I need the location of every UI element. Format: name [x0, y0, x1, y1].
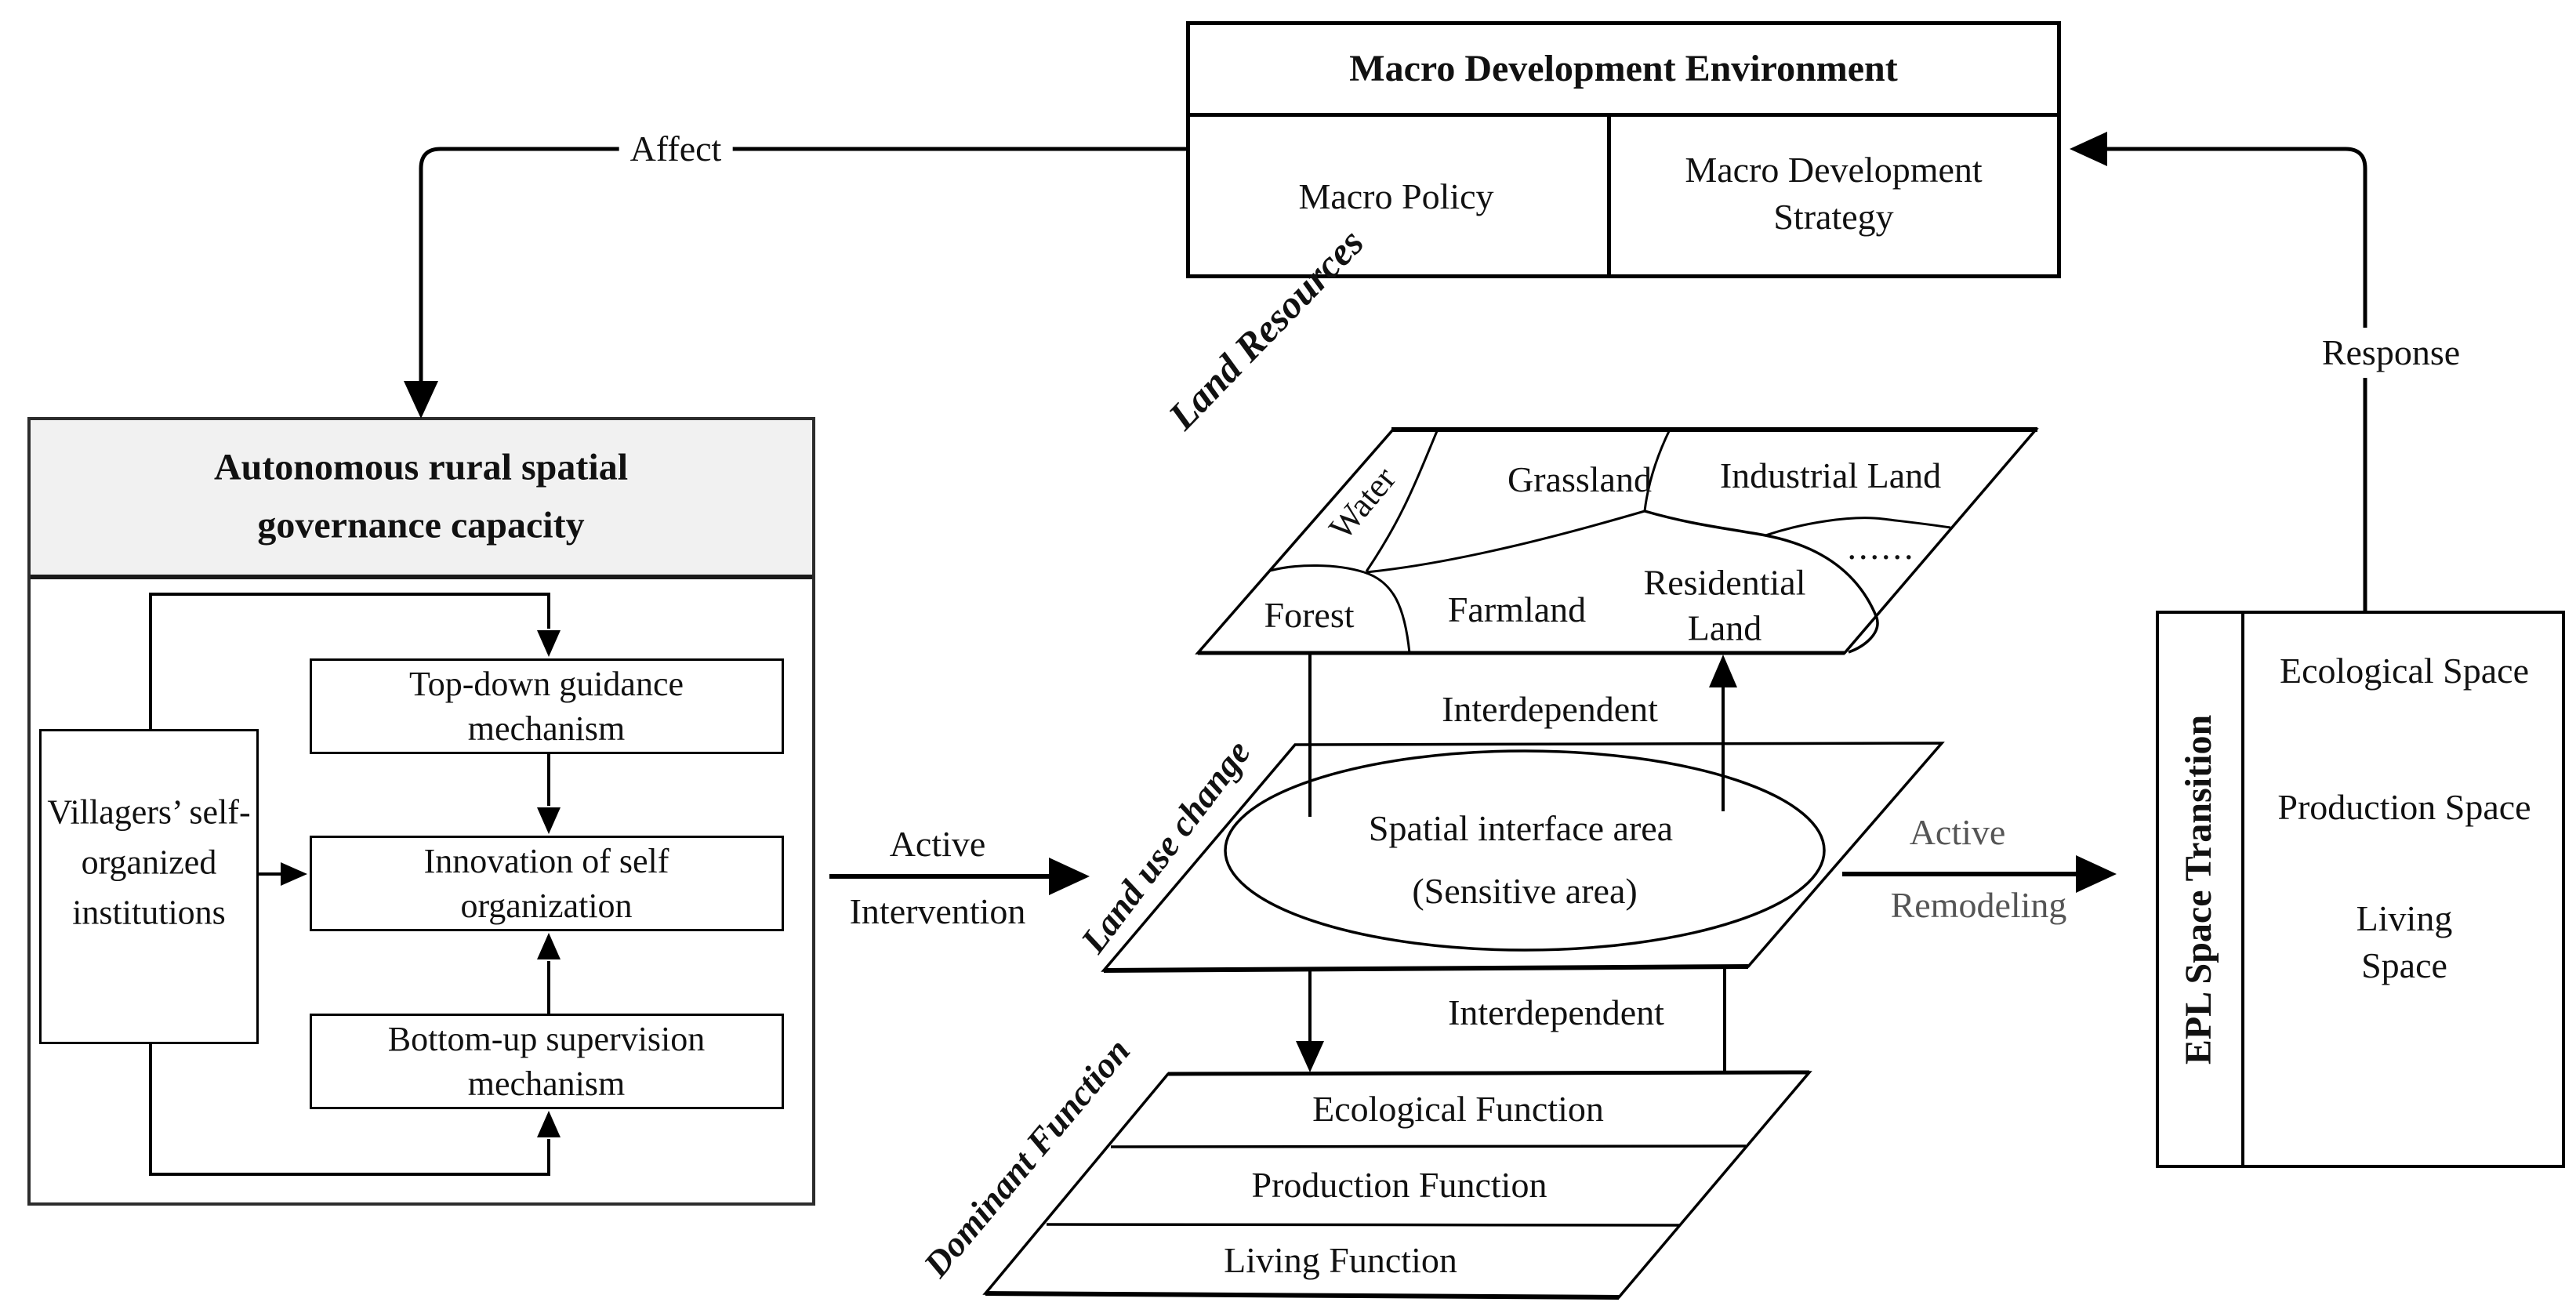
sensitive-area-ellipse [1224, 749, 1826, 952]
intervention-arrowhead [1049, 858, 1090, 895]
remodeling-word1: Active [1909, 812, 2006, 853]
living-space-label: Living Space [2356, 898, 2453, 985]
macro-environment-box [1186, 21, 2061, 278]
remodeling-arrowhead [2076, 855, 2117, 893]
innovation-right-arrowhead [281, 862, 307, 886]
response-arrowhead [2070, 132, 2107, 166]
affect-arrowhead [404, 381, 438, 419]
dominant-function-top-edge [1167, 1070, 1810, 1076]
band-divider-1 [1110, 1144, 1747, 1148]
grassland-industrial-boundary [1643, 429, 1671, 512]
dominant-function-bottom-edge [985, 1291, 1620, 1300]
innovation-up-arrowhead [537, 933, 561, 959]
grassland-bottom-boundary [1366, 510, 1645, 574]
interdependent-down-arrowhead [1296, 1041, 1324, 1072]
topdown-arrowhead [537, 630, 561, 657]
bottom-up-box [310, 1014, 784, 1109]
bottomup-arrowhead [537, 1111, 561, 1137]
farmland-left-boundary [1363, 571, 1411, 654]
top-down-box [310, 658, 784, 754]
affect-label: Affect [619, 124, 733, 174]
epl-box [2156, 611, 2565, 1168]
epl-label: EPL Space Transition [2177, 714, 2219, 1065]
interdependent-up-arrowhead [1709, 655, 1737, 687]
forest-region-label: Forest [1264, 595, 1355, 636]
villagers-bottomup-loop [149, 1044, 550, 1176]
villagers-box [39, 729, 259, 1044]
intervention-word1: Active [889, 824, 986, 865]
response-label: Response [2310, 328, 2472, 378]
intervention-word2: Intervention [849, 891, 1026, 932]
macro-cells-row [1190, 117, 2057, 274]
remodeling-word2: Remodeling [1890, 885, 2067, 926]
innovation-label: Innovation of self organization [423, 841, 669, 925]
governance-title: Autonomous rural spatial governance capa… [213, 446, 629, 546]
industrial-region-label: Industrial Land [1719, 455, 1942, 496]
living-function-label: Living Function [1224, 1240, 1457, 1281]
residential-region-label: Residential Land [1643, 562, 1806, 648]
macro-strategy-label: Macro Development Strategy [1685, 150, 1983, 237]
macro-policy-cell [1190, 117, 1611, 274]
innovation-box [310, 836, 784, 931]
other-regions-dots: ...... [1847, 527, 1916, 568]
ecological-function-label: Ecological Function [1312, 1089, 1604, 1130]
farmland-region-label: Farmland [1447, 589, 1587, 630]
villagers-topdown-loop [149, 593, 550, 729]
land-use-change-bottom-edge [1103, 964, 1749, 973]
others-boundary [1765, 517, 1951, 537]
spatial-interface-label: Spatial interface area [1368, 808, 1674, 849]
bottom-up-label: Bottom-up supervision mechanism [387, 1019, 706, 1103]
residential-boundary [1644, 510, 1879, 654]
interdependent-bottom-label: Interdependent [1448, 992, 1664, 1033]
band-divider-2 [1046, 1223, 1681, 1227]
response-arrow-line [2079, 147, 2367, 611]
top-down-label: Top-down guidance mechanism [408, 664, 684, 748]
ecological-space-label: Ecological Space [2279, 651, 2530, 691]
sensitive-area-label: (Sensitive area) [1412, 871, 1638, 912]
grassland-region-label: Grassland [1508, 459, 1652, 500]
macro-policy-label: Macro Policy [1298, 176, 1494, 217]
interdependent-top-label: Interdependent [1442, 689, 1658, 730]
forest-top-boundary [1269, 564, 1365, 574]
epl-label-strip [2159, 614, 2244, 1165]
water-boundary [1365, 430, 1439, 572]
innovation-down-arrowhead [537, 807, 561, 834]
macro-title-row [1190, 25, 2057, 117]
production-space-label: Production Space [2277, 787, 2531, 828]
villagers-label: Villagers’ self-organized institutions [47, 793, 251, 931]
affect-arrow-line [419, 147, 1186, 384]
macro-title: Macro Development Environment [1349, 47, 1898, 89]
governance-panel-header [31, 420, 812, 579]
production-function-label: Production Function [1251, 1165, 1547, 1206]
